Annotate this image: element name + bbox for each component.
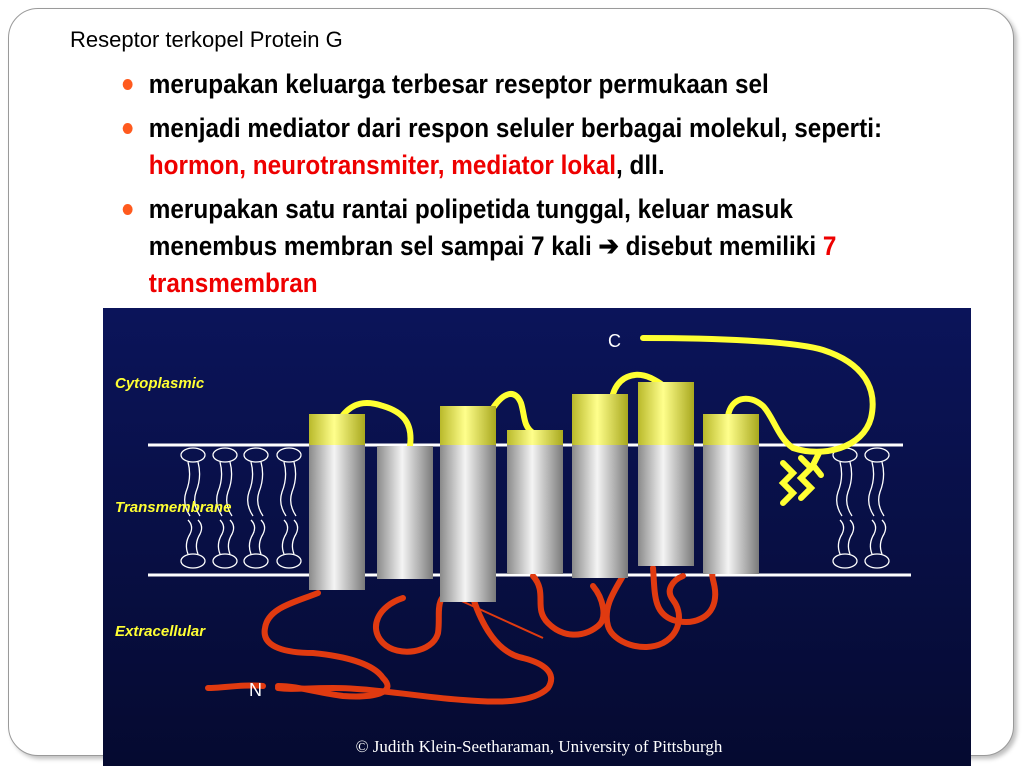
right-arrow-icon: ➔ <box>598 231 619 261</box>
label-transmembrane: Transmembrane <box>115 499 231 516</box>
helix-2 <box>377 446 433 579</box>
disulfide-bond <box>454 597 544 639</box>
bullet-text-end: , dll. <box>615 150 665 180</box>
label-extracellular: Extracellular <box>115 623 206 640</box>
bullet-dot-icon <box>122 204 133 215</box>
bullet-item-2: menjadi mediator dari respon seluler ber… <box>120 110 923 184</box>
gpcr-diagram: Cytoplasmic Transmembrane Extracellular … <box>103 308 971 766</box>
bullet-list: merupakan keluarga terbesar reseptor per… <box>120 66 920 309</box>
label-n-terminus: N <box>249 680 262 700</box>
bullet-dot-icon <box>122 79 133 90</box>
helix-3 <box>440 406 496 602</box>
bullet-text: merupakan keluarga terbesar reseptor per… <box>148 69 769 99</box>
label-cytoplasmic: Cytoplasmic <box>115 375 205 392</box>
bullet-highlight: 7 transmembran <box>148 231 837 298</box>
bullet-text: merupakan satu rantai polipetida tunggal… <box>148 194 793 261</box>
lipid-bilayer-right <box>832 447 890 569</box>
lipid-bilayer-left <box>180 447 302 569</box>
transmembrane-helices <box>309 382 759 602</box>
slide-title: Reseptor terkopel Protein G <box>70 27 343 52</box>
helix-1 <box>309 414 365 590</box>
cytoplasmic-loops <box>340 335 876 506</box>
label-c-terminus: C <box>608 331 621 351</box>
bullet-dot-icon <box>122 123 133 134</box>
helix-6 <box>638 382 694 566</box>
bullet-item-3: merupakan satu rantai polipetida tunggal… <box>120 191 923 302</box>
helix-7 <box>703 414 759 574</box>
bullet-text: menjadi mediator dari respon seluler ber… <box>148 113 883 143</box>
bullet-highlight: hormon, neurotransmiter, mediator lokal <box>148 150 616 180</box>
helix-5 <box>572 394 628 578</box>
bullet-text-mid: disebut memiliki <box>618 231 823 261</box>
bullet-item-1: merupakan keluarga terbesar reseptor per… <box>120 66 923 103</box>
helix-4 <box>507 430 563 574</box>
image-credit: © Judith Klein-Seetharaman, University o… <box>356 737 723 756</box>
extracellular-loops <box>205 565 719 705</box>
